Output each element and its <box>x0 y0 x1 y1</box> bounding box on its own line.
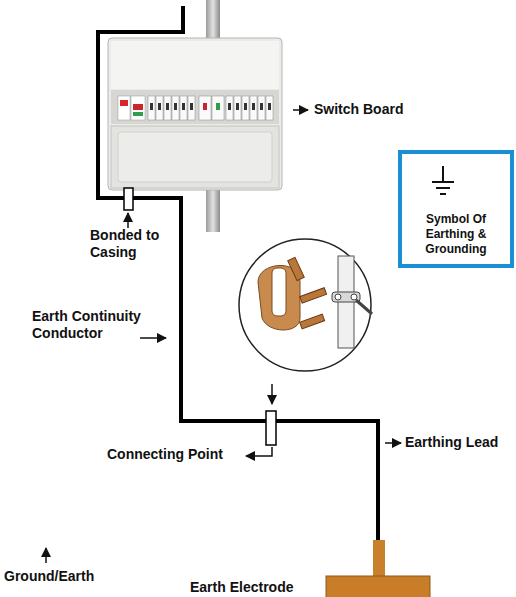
pointer-arrow <box>271 384 273 404</box>
component-label: Ground/Earth <box>4 568 114 585</box>
component-label: Earth Continuity Conductor <box>32 308 158 342</box>
pointer-arrow <box>127 213 129 228</box>
pointer-arrow <box>140 337 166 339</box>
pointer-arrow <box>45 548 47 563</box>
earth-electrode-rod <box>373 540 385 580</box>
box-text: Symbol Of Earthing & Grounding <box>414 212 498 257</box>
connector-clamp <box>266 411 276 445</box>
earth-wire <box>98 6 378 548</box>
symbol-box: Symbol Of Earthing & Grounding <box>398 150 514 268</box>
earth-symbol <box>432 166 454 194</box>
component-label: Connecting Point <box>107 446 247 463</box>
bond-clamp <box>124 188 133 210</box>
pointer-arrow <box>246 447 272 456</box>
component-label: Switch Board <box>314 101 444 118</box>
conduit-pipe <box>206 188 220 232</box>
switch-board <box>108 38 282 190</box>
component-label: Earthing Lead <box>405 434 515 451</box>
earth-electrode-plate <box>326 576 430 597</box>
component-label: Earth Electrode <box>190 579 320 596</box>
conduit-pipe <box>206 0 220 42</box>
clamp-inset <box>239 239 372 371</box>
component-label: Bonded to Casing <box>90 227 170 261</box>
pointer-arrow <box>293 109 308 111</box>
pointer-arrow <box>385 442 401 444</box>
